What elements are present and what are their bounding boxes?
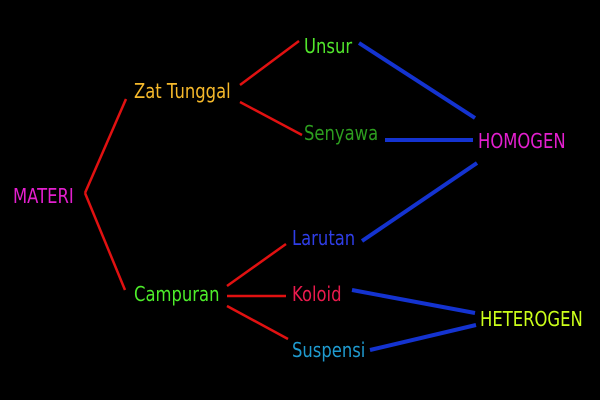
edge-blue-suspensi-heterogen xyxy=(369,323,477,352)
node-suspensi: Suspensi xyxy=(292,338,366,362)
edge-red-materi-zat_tunggal xyxy=(83,98,128,194)
edge-red-zat_tunggal-senyawa xyxy=(239,100,303,137)
edge-red-zat_tunggal-unsur xyxy=(239,39,300,87)
node-senyawa: Senyawa xyxy=(304,121,379,145)
edge-red-materi-campuran xyxy=(83,192,127,291)
node-heterogen: HETEROGEN xyxy=(480,307,583,331)
edge-blue-unsur-homogen xyxy=(357,41,477,120)
node-larutan: Larutan xyxy=(292,226,356,250)
edge-red-campuran-larutan xyxy=(226,242,287,288)
edge-red-campuran-suspensi xyxy=(226,304,289,341)
edge-blue-koloid-heterogen xyxy=(351,288,476,315)
node-zat-tunggal: Zat Tunggal xyxy=(134,79,231,103)
node-homogen: HOMOGEN xyxy=(478,129,566,153)
node-materi: MATERI xyxy=(13,184,74,208)
node-koloid: Koloid xyxy=(292,282,342,306)
node-campuran: Campuran xyxy=(134,282,220,306)
node-unsur: Unsur xyxy=(304,34,353,58)
edge-blue-larutan-homogen xyxy=(360,161,479,243)
